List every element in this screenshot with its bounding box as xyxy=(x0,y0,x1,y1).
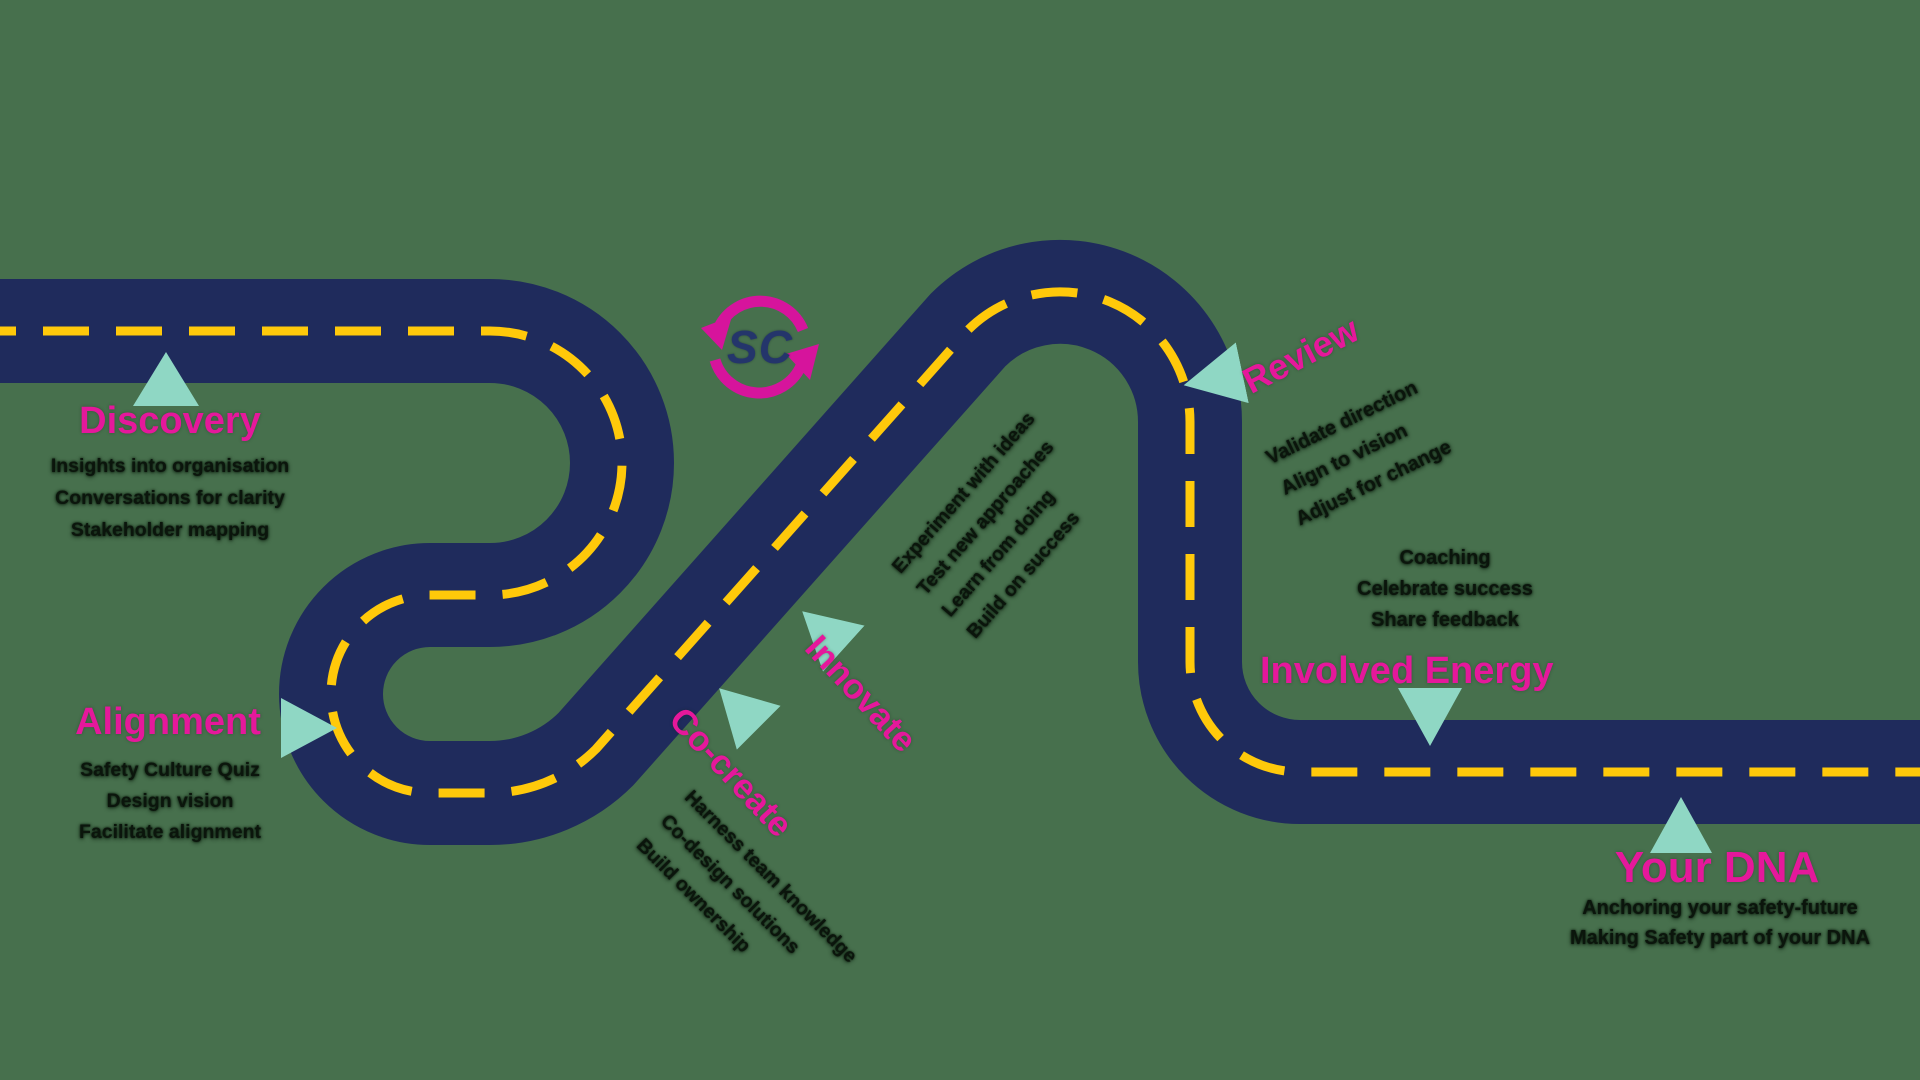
alignment-detail-line: Safety Culture Quiz xyxy=(80,759,260,781)
your-dna-detail-line: Anchoring your safety-future xyxy=(1582,897,1858,919)
your-dna-details: Anchoring your safety-future Making Safe… xyxy=(1555,893,1885,953)
coaching-detail-line: Celebrate success xyxy=(1357,578,1533,600)
road-centerline xyxy=(0,287,1920,798)
coaching-detail-line: Coaching xyxy=(1399,547,1491,569)
discovery-detail-line: Stakeholder mapping xyxy=(70,519,270,541)
coaching-details: Coaching Celebrate success Share feedbac… xyxy=(1330,543,1560,636)
alignment-title: Alignment xyxy=(75,701,261,743)
discovery-details: Insights into organisation Conversations… xyxy=(30,450,310,546)
discovery-detail-line: Conversations for clarity xyxy=(55,487,285,509)
your-dna-detail-line: Making Safety part of your DNA xyxy=(1569,927,1871,949)
involved-energy-title: Involved Energy xyxy=(1260,650,1554,692)
logo-initials: SC xyxy=(727,321,793,373)
alignment-detail-line: Design vision xyxy=(106,790,234,812)
discovery-title: Discovery xyxy=(79,400,261,442)
alignment-details: Safety Culture Quiz Design vision Facili… xyxy=(40,755,300,848)
cycle-arrows-icon xyxy=(701,295,819,399)
coaching-detail-line: Share feedback xyxy=(1371,609,1519,631)
your-dna-title: Your DNA xyxy=(1614,843,1820,892)
alignment-detail-line: Facilitate alignment xyxy=(78,821,262,843)
discovery-detail-line: Insights into organisation xyxy=(50,455,290,477)
sc-cycle-logo: SC xyxy=(698,288,822,406)
